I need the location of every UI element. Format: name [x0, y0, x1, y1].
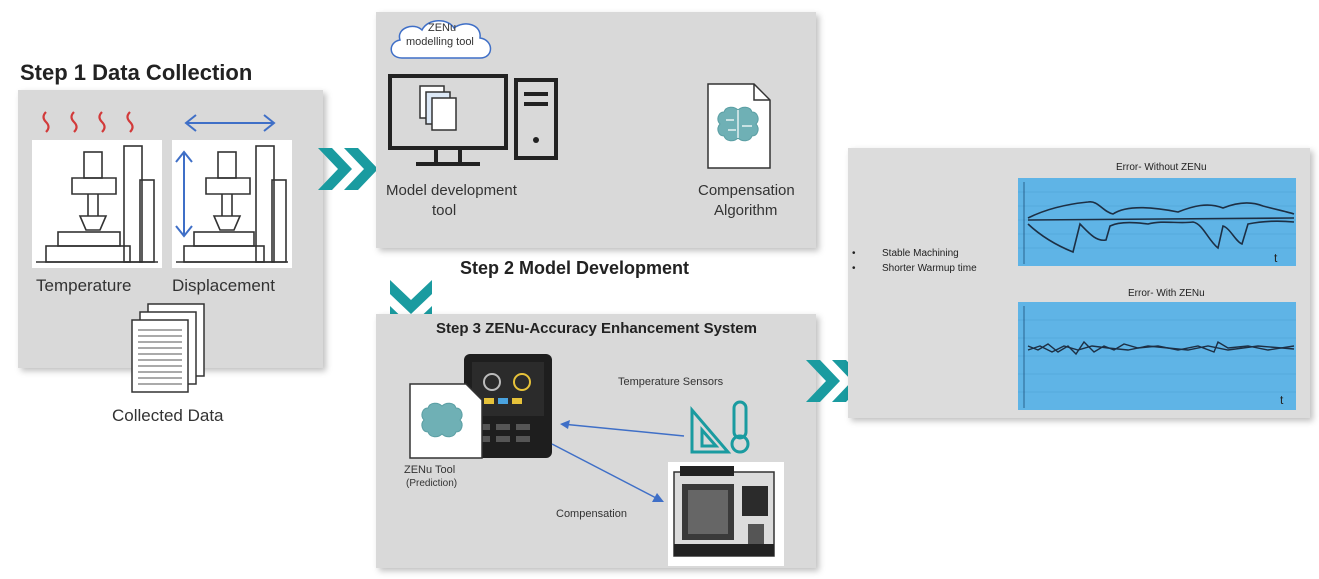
cloud-icon: [390, 20, 492, 59]
comp-algo-line1: Compensation: [698, 182, 795, 199]
chevron-right-icon: [318, 148, 378, 190]
prediction-arrow: [560, 420, 685, 437]
temperature-sensor-icon: [690, 400, 750, 454]
benefit-item: •Stable Machining: [852, 248, 959, 259]
cloud-line2: modelling tool: [406, 36, 474, 48]
cnc-machine-icon: [668, 462, 784, 566]
model-tool-line1: Model development: [386, 182, 517, 199]
step3-title: Step 3 ZENu-Accuracy Enhancement System: [436, 320, 757, 337]
computer-tower-icon: [514, 78, 558, 160]
model-tool-line2: tool: [432, 202, 457, 219]
collected-data-label: Collected Data: [112, 406, 224, 425]
compensation-arrow: [551, 443, 664, 502]
compensation-label: Compensation: [556, 508, 627, 520]
comp-algo-line2: Algorithm: [714, 202, 778, 219]
chart-bottom-title: Error- With ZENu: [1128, 288, 1205, 299]
zenu-tool-brain-icon: [409, 383, 483, 459]
error-without-zenu-chart: t: [1018, 178, 1296, 266]
controller-device-icon: [464, 354, 552, 458]
error-with-zenu-chart: t: [1018, 302, 1296, 410]
temperature-sensors-label: Temperature Sensors: [618, 376, 724, 388]
benefits-list: •Stable Machining •Shorter Warmup time: [852, 248, 977, 274]
collected-data-documents-icon: [131, 303, 205, 393]
benefit-item: •Shorter Warmup time: [852, 263, 977, 274]
step1-title: Step 1 Data Collection: [20, 60, 253, 85]
temperature-label: Temperature: [36, 276, 132, 295]
displacement-label: Displacement: [172, 276, 275, 295]
monitor-icon: [388, 74, 508, 166]
chart-top-t-label: t: [1274, 251, 1278, 265]
heat-waves-icon: [42, 111, 134, 133]
zenu-tool-line1: ZENu Tool: [404, 464, 456, 476]
machine-displacement-icon: [172, 140, 292, 268]
zenu-tool-line2: (Prediction): [406, 478, 458, 489]
chart-bottom-t-label: t: [1280, 393, 1284, 407]
horizontal-displacement-arrow-icon: [184, 114, 276, 132]
chart-top-title: Error- Without ZENu: [1116, 162, 1207, 173]
machine-temperature-icon: [32, 140, 162, 268]
step2-title: Step 2 Model Development: [460, 258, 690, 278]
algorithm-document-icon: [707, 83, 771, 169]
cloud-line1: ZENu: [428, 22, 457, 34]
